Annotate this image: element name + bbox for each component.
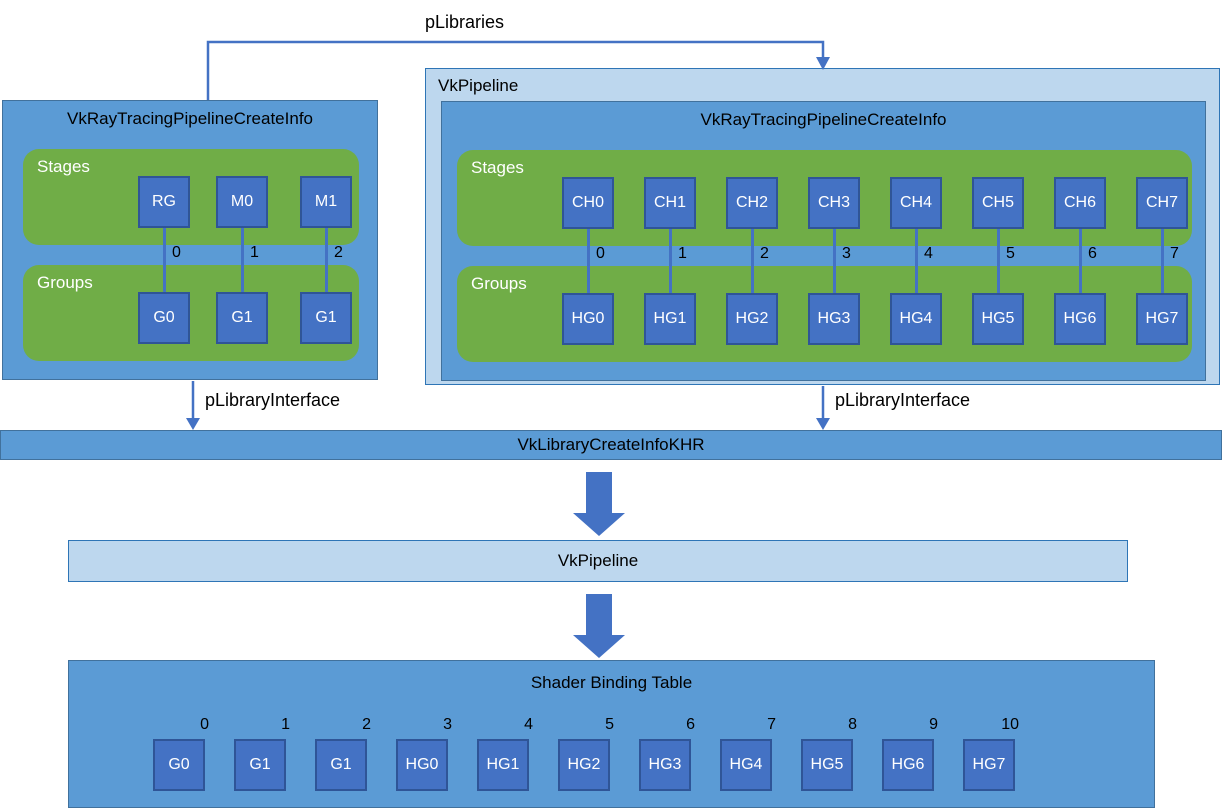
- vkpipeline-box: VkPipeline VkRayTracingPipelineCreateInf…: [425, 68, 1220, 385]
- sbt-index: 7: [767, 716, 776, 733]
- stage-square: M1: [300, 176, 352, 228]
- right-index-6: 6: [1088, 245, 1097, 262]
- sbt-index: 4: [524, 716, 533, 733]
- sbt-index: 5: [605, 716, 614, 733]
- group-square: HG0: [562, 293, 614, 345]
- right-connector-3: [833, 229, 836, 294]
- stage-square: CH3: [808, 177, 860, 229]
- group-square: G0: [138, 292, 190, 344]
- sbt-index: 3: [443, 716, 452, 733]
- library-create-info-bar: VkLibraryCreateInfoKHR: [0, 430, 1222, 460]
- right-index-7: 7: [1170, 245, 1179, 262]
- stage-square: M0: [216, 176, 268, 228]
- right-box-title: VkRayTracingPipelineCreateInfo: [700, 110, 947, 129]
- library-create-info-title: VkLibraryCreateInfoKHR: [517, 435, 705, 454]
- left-groups-label: Groups: [37, 273, 93, 292]
- sbt-square: HG2: [558, 739, 610, 791]
- right-index-3: 3: [842, 245, 851, 262]
- left-index-1: 1: [250, 244, 259, 261]
- group-square: G1: [300, 292, 352, 344]
- block-down-arrow-2: [573, 594, 625, 658]
- stage-square: CH5: [972, 177, 1024, 229]
- group-square: HG6: [1054, 293, 1106, 345]
- group-square: HG2: [726, 293, 778, 345]
- sbt-square: HG6: [882, 739, 934, 791]
- left-connector-0: [163, 228, 166, 293]
- right-index-5: 5: [1006, 245, 1015, 262]
- stage-square: RG: [138, 176, 190, 228]
- sbt-title: Shader Binding Table: [530, 673, 693, 692]
- group-square: G1: [216, 292, 268, 344]
- sbt-index: 6: [686, 716, 695, 733]
- right-connector-0: [587, 229, 590, 294]
- stage-square: CH2: [726, 177, 778, 229]
- sbt-square: HG5: [801, 739, 853, 791]
- sbt-index: 1: [281, 716, 290, 733]
- group-square: HG4: [890, 293, 942, 345]
- left-connector-2: [325, 228, 328, 293]
- right-groups-label: Groups: [471, 274, 527, 293]
- left-box-title: VkRayTracingPipelineCreateInfo: [67, 109, 313, 128]
- shader-binding-table: Shader Binding Table 0 1 2 3 4 5 6 7 8 9…: [68, 660, 1155, 808]
- right-connector-7: [1161, 229, 1164, 294]
- right-connector-4: [915, 229, 918, 294]
- right-plibrary-interface-label: pLibraryInterface: [835, 390, 971, 410]
- sbt-square: G1: [315, 739, 367, 791]
- stage-square: CH0: [562, 177, 614, 229]
- right-index-1: 1: [678, 245, 687, 262]
- vkpipeline-bar: VkPipeline: [68, 540, 1128, 582]
- group-square: HG7: [1136, 293, 1188, 345]
- stage-square: CH6: [1054, 177, 1106, 229]
- sbt-index: 10: [1001, 716, 1019, 733]
- right-index-4: 4: [924, 245, 933, 262]
- sbt-square: HG3: [639, 739, 691, 791]
- right-connector-1: [669, 229, 672, 294]
- right-stages-label: Stages: [471, 158, 524, 177]
- sbt-square: G0: [153, 739, 205, 791]
- right-connector-5: [997, 229, 1000, 294]
- right-plibrary-interface-arrow: [816, 386, 830, 430]
- right-index-0: 0: [596, 245, 605, 262]
- left-plibrary-interface-arrow: [186, 381, 200, 430]
- sbt-square: G1: [234, 739, 286, 791]
- vkpipeline-box-title: VkPipeline: [438, 76, 519, 95]
- right-index-2: 2: [760, 245, 769, 262]
- stage-square: CH4: [890, 177, 942, 229]
- left-index-2: 2: [334, 244, 343, 261]
- right-create-info-box: VkRayTracingPipelineCreateInfo Stages Gr…: [441, 101, 1206, 381]
- group-square: HG5: [972, 293, 1024, 345]
- sbt-square: HG4: [720, 739, 772, 791]
- sbt-index: 9: [929, 716, 938, 733]
- left-create-info-box: VkRayTracingPipelineCreateInfo Stages Gr…: [2, 100, 378, 380]
- group-square: HG1: [644, 293, 696, 345]
- stage-square: CH7: [1136, 177, 1188, 229]
- sbt-square: HG1: [477, 739, 529, 791]
- right-connector-2: [751, 229, 754, 294]
- plibraries-label: pLibraries: [425, 12, 505, 32]
- block-down-arrow-1: [573, 472, 625, 536]
- sbt-square: HG0: [396, 739, 448, 791]
- left-stages-label: Stages: [37, 157, 90, 176]
- left-index-0: 0: [172, 244, 181, 261]
- stage-square: CH1: [644, 177, 696, 229]
- sbt-index: 0: [200, 716, 209, 733]
- right-connector-6: [1079, 229, 1082, 294]
- vkpipeline-bar-title: VkPipeline: [557, 551, 639, 570]
- sbt-index: 8: [848, 716, 857, 733]
- sbt-square: HG7: [963, 739, 1015, 791]
- left-connector-1: [241, 228, 244, 293]
- group-square: HG3: [808, 293, 860, 345]
- left-plibrary-interface-label: pLibraryInterface: [205, 390, 341, 410]
- sbt-index: 2: [362, 716, 371, 733]
